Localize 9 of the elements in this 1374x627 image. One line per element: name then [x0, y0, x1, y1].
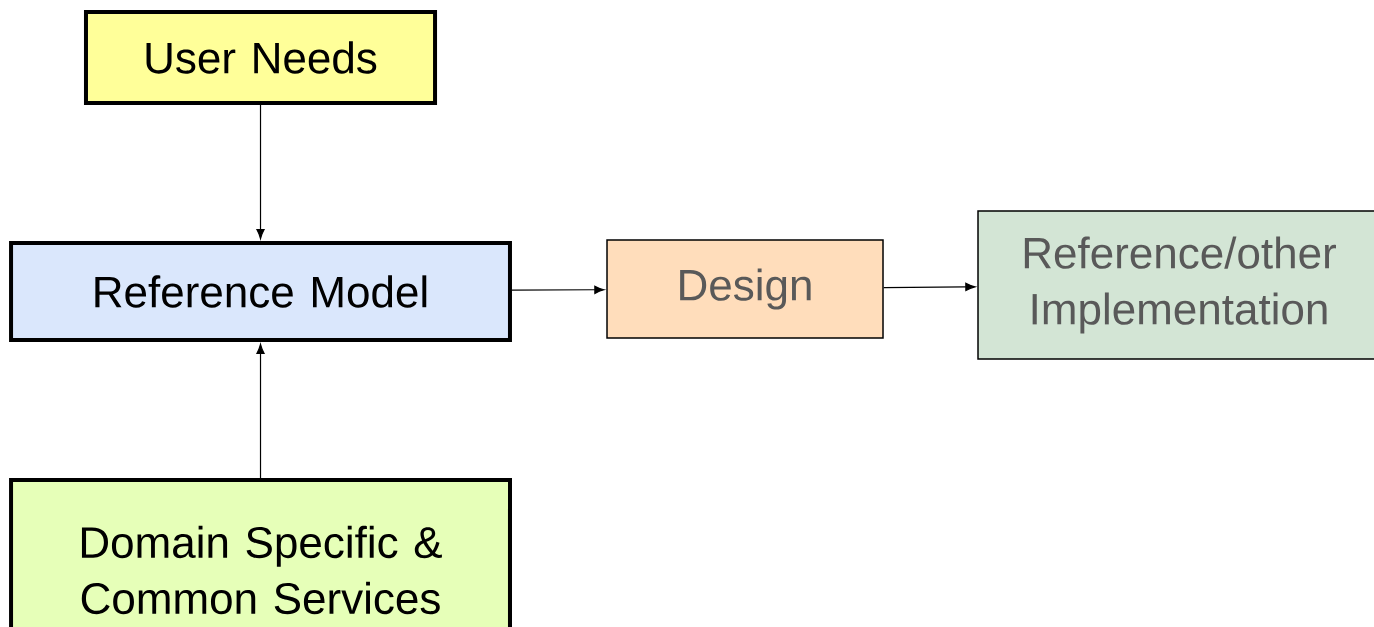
process-box: Reference/other Implementation [977, 210, 1374, 360]
process-box: User Needs [84, 10, 438, 105]
arrow [883, 282, 976, 292]
process-box: Reference Model [9, 240, 512, 343]
process-box: Domain Specific & Common Services [9, 478, 512, 627]
arrow [511, 285, 605, 294]
arrow [256, 343, 265, 479]
arrow [256, 104, 265, 240]
process-box: Design [606, 239, 884, 339]
